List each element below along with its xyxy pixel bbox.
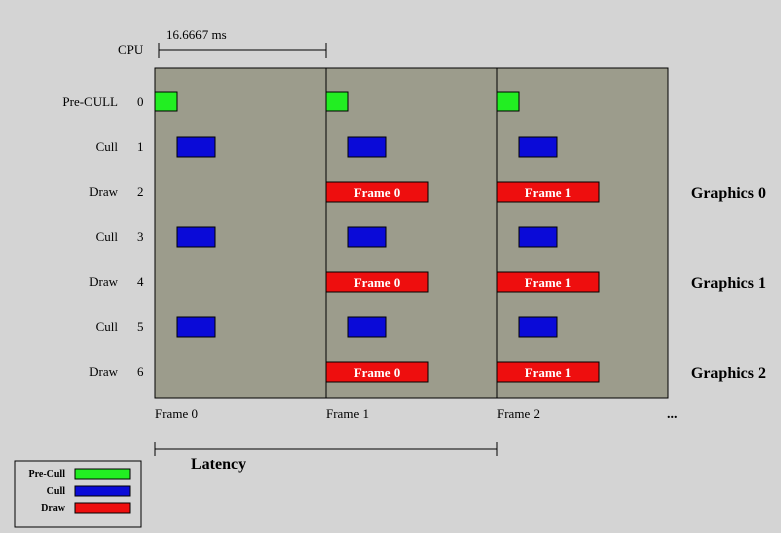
timeline-panel	[154, 67, 669, 399]
cull-box	[518, 226, 558, 248]
cull-box	[176, 136, 216, 158]
graphics-pipe-label: Graphics 2	[691, 365, 766, 382]
ellipsis: ...	[667, 407, 678, 422]
graphics-pipe-label: Graphics 0	[691, 185, 766, 202]
legend-swatch	[74, 502, 131, 514]
draw-box	[496, 361, 600, 383]
row-name-label: Draw	[89, 184, 118, 199]
graphics-labels: Graphics 0 Graphics 1 Graphics 2	[691, 185, 766, 382]
draw-box-label: Frame 1	[525, 365, 572, 380]
row-name-label: Pre-CULL	[62, 94, 118, 109]
draw-box	[496, 181, 600, 203]
draw-box-label: Frame 1	[525, 275, 572, 290]
cpu-label: CPU	[118, 42, 144, 57]
graphics-pipe-label: Graphics 1	[691, 275, 766, 292]
row-name-label: Cull	[96, 229, 119, 244]
cull-box	[347, 316, 387, 338]
precull-box	[325, 91, 349, 112]
draw-box-label: Frame 1	[525, 185, 572, 200]
row-index-label: 0	[137, 94, 144, 109]
legend-label: Pre-Cull	[29, 469, 66, 480]
frame-labels: Frame 0 Frame 1 Frame 2	[155, 406, 540, 421]
draw-box-label: Frame 0	[354, 185, 401, 200]
legend-swatch	[74, 485, 131, 497]
cull-box	[347, 226, 387, 248]
row-name-label: Cull	[96, 139, 119, 154]
task-boxes: Frame 0 Frame 1 Frame 0 Frame 1 Frame 0 Frame…	[154, 91, 600, 383]
draw-box	[325, 271, 429, 293]
frame-label: Frame 2	[497, 406, 540, 421]
latency-label: Latency	[191, 456, 246, 473]
cull-box	[176, 226, 216, 248]
legend-box	[14, 460, 142, 528]
frame-period-label: 16.6667 ms	[166, 27, 227, 42]
row-index-label: 3	[137, 229, 144, 244]
draw-box	[325, 181, 429, 203]
legend-label: Cull	[47, 486, 66, 497]
cull-box	[176, 316, 216, 338]
cull-box	[518, 136, 558, 158]
frame-label: Frame 1	[326, 406, 369, 421]
row-index-label: 4	[137, 274, 144, 289]
row-name-label: Draw	[89, 274, 118, 289]
row-name-label: Draw	[89, 364, 118, 379]
row-index-label: 1	[137, 139, 144, 154]
row-index-label: 6	[137, 364, 144, 379]
draw-box-label: Frame 0	[354, 275, 401, 290]
legend-swatch	[74, 468, 131, 480]
legend-label: Draw	[41, 503, 66, 514]
precull-box	[154, 91, 178, 112]
precull-box	[496, 91, 520, 112]
row-index-label: 2	[137, 184, 144, 199]
cull-box	[518, 316, 558, 338]
cull-box	[347, 136, 387, 158]
frame-label: Frame 0	[155, 406, 198, 421]
row-name-label: Cull	[96, 319, 119, 334]
draw-box	[496, 271, 600, 293]
row-index-label: 5	[137, 319, 144, 334]
draw-box	[325, 361, 429, 383]
draw-box-label: Frame 0	[354, 365, 401, 380]
